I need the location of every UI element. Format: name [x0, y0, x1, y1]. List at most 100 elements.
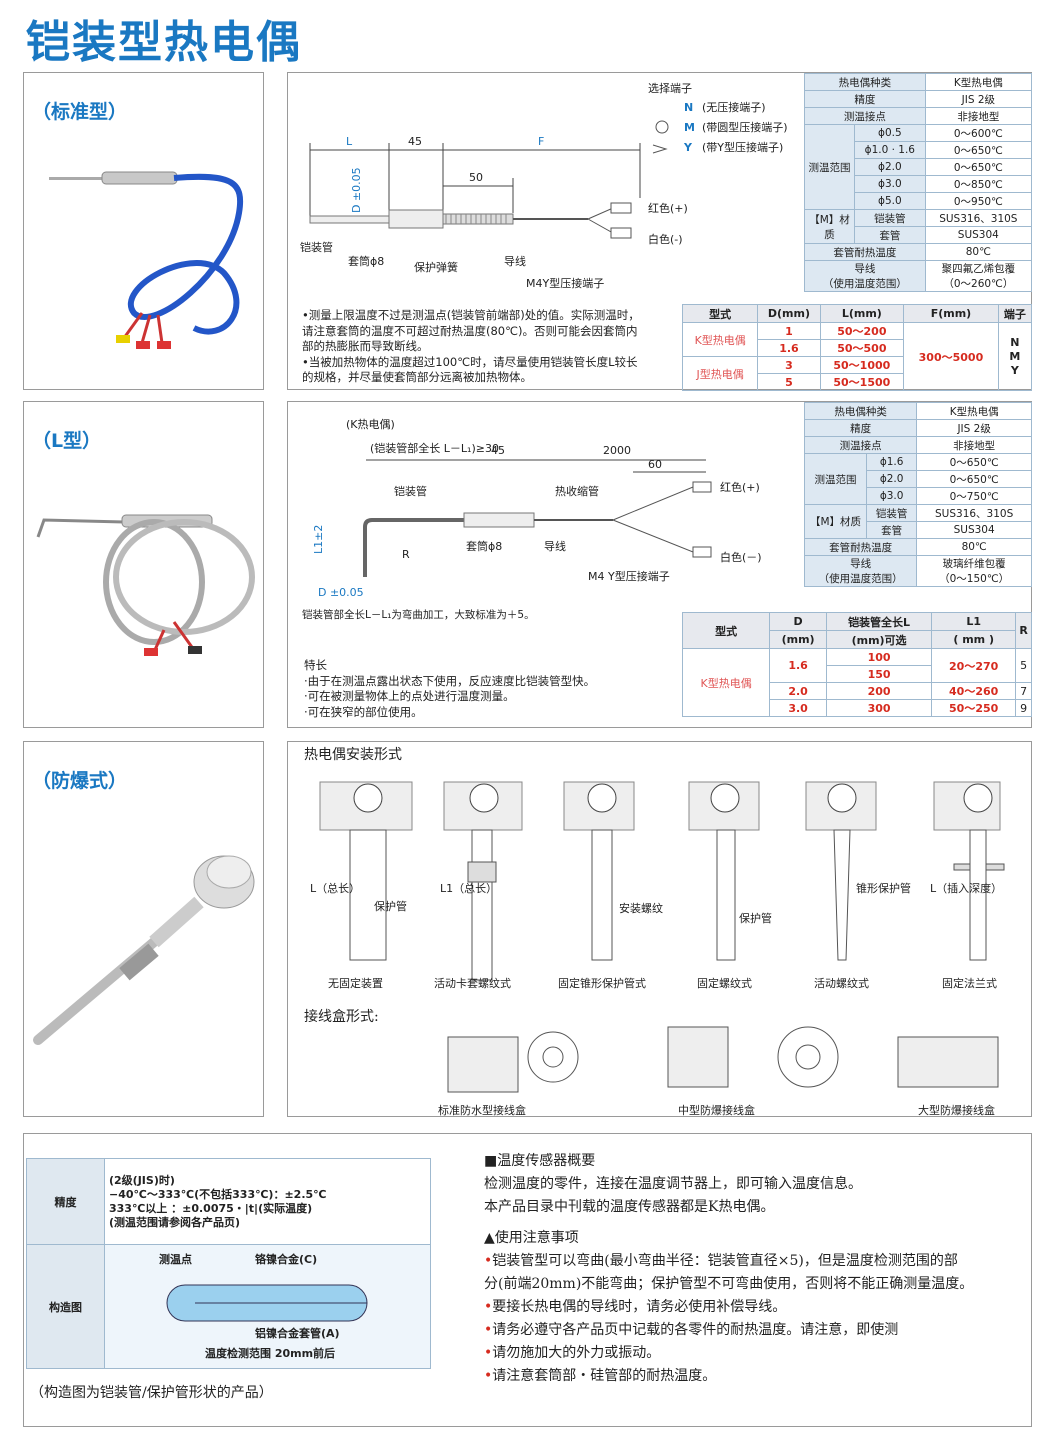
- col-header: 端子: [997, 304, 1033, 323]
- std-notes: •测量上限温度不过是测温点(铠装管前端部)处的值。实际测温时， 请注意套筒的温度…: [302, 308, 682, 386]
- cell-line: （0～150℃）: [939, 573, 1010, 585]
- cell: 0～600℃: [924, 124, 1033, 142]
- cell: 热电偶种类: [803, 402, 918, 420]
- ex-install-title: 热电偶安装形式: [304, 747, 402, 763]
- col-header: D(mm): [757, 304, 821, 323]
- cell: 1.6: [769, 648, 827, 683]
- std-dim-F: F: [538, 135, 544, 148]
- acc-line: 333℃以上 ：±0.0075・|t|(实际温度): [109, 1201, 313, 1215]
- note-line: •测量上限温度不过是测温点(铠装管前端部)处的值。实际测温时，: [302, 308, 640, 322]
- ex-section-label: （防爆式）: [32, 770, 128, 792]
- cell: 1: [757, 322, 821, 340]
- cell: 非接地型: [916, 436, 1032, 454]
- cell: 【M】材质: [804, 504, 867, 539]
- cell: ϕ1.6: [865, 453, 918, 471]
- cell: 测温范围: [804, 124, 855, 210]
- cell: J型热电偶: [681, 356, 759, 391]
- form-label: 无固定装置: [328, 976, 383, 990]
- cell: 50～1000: [819, 356, 905, 374]
- page-title: 铠装型热电偶: [26, 17, 302, 68]
- cell: 热电偶种类: [804, 73, 926, 91]
- cell: 【M】材质: [804, 209, 855, 244]
- l-dim-D: D ±0.05: [318, 586, 364, 599]
- ex-junction-boxes: 标准防水型接线盒 中型防爆接线盒 大型防爆接线盒: [438, 1026, 999, 1117]
- cell: 导线（使用温度范围）: [803, 555, 918, 587]
- tag-total: L（总长）: [310, 881, 360, 895]
- std-part-sleeve: 套筒ϕ8: [348, 254, 384, 268]
- caution-title: ▲使用注意事项: [484, 1230, 579, 1246]
- install-form: L1（总长） 活动卡套螺纹式: [434, 781, 523, 990]
- cell: 9: [1015, 699, 1032, 717]
- cell: 5: [757, 373, 821, 391]
- ex-photo-panel: （防爆式）: [23, 741, 264, 1117]
- form-label: 活动螺纹式: [814, 976, 869, 990]
- l-k-label: (K热电偶): [346, 418, 395, 431]
- l-dim-45: 45: [491, 444, 505, 457]
- caution-line: •铠装管型可以弯曲(最小弯曲半径：铠装管直径×5)，但是温度检测范围的部: [484, 1250, 1024, 1273]
- cell: 0～650℃: [916, 453, 1032, 471]
- tag-cone: 锥形保护管: [856, 881, 911, 895]
- feature-line: ·由于在测温点露出状态下使用，反应速度比铠装管型快。: [304, 673, 596, 688]
- cell: ϕ2.0: [854, 158, 926, 176]
- note-line: 请注意套筒的温度不可超过耐热温度(80℃)。否则可能会因套筒内: [302, 323, 638, 338]
- cell-line: （使用温度范围）: [822, 278, 907, 290]
- std-white-lead: 白色(-): [648, 232, 683, 246]
- install-form: 锥形保护管 活动螺纹式: [805, 781, 911, 990]
- form-label: 活动卡套螺纹式: [434, 976, 511, 990]
- part-sheath: 铝镍合金套管(A): [255, 1326, 340, 1340]
- note-line: 的规格，并尽量使套筒部分远离被加热物体。: [302, 370, 532, 384]
- struct-label: 构造图: [26, 1244, 105, 1369]
- l-drawing: (K热电偶) (铠装管部全长 L－L₁)≥30 45 2000 60 红色(+)…: [312, 418, 762, 599]
- cell: 1.6: [757, 339, 821, 357]
- bullet-icon: •: [484, 1253, 493, 1269]
- cell: JIS 2级: [916, 419, 1032, 437]
- cell: N M Y: [997, 322, 1033, 391]
- struct-svg: 测温点 铬镍合金(C) 铝镍合金套管(A) 温度检测范围 20mm前后: [159, 1252, 368, 1360]
- cell: ϕ5.0: [854, 192, 926, 210]
- install-form: L（总长） 保护管 无固定装置: [310, 781, 413, 990]
- cell: 铠装管: [854, 209, 926, 227]
- bottom-panel: 精度 (2级(JIS)时) −40℃～333℃(不包括333℃)：±2.5℃ 3…: [23, 1133, 1032, 1427]
- tag-insert: L（插入深度）: [930, 881, 1002, 895]
- acc-line: (测温范围请参阅各产品页): [109, 1215, 241, 1229]
- std-term-N: N: [684, 101, 693, 114]
- cell: 50～500: [819, 339, 905, 357]
- bullet-icon: •: [484, 1345, 493, 1361]
- l-part-R: R: [402, 548, 410, 561]
- l-section-label: （L型）: [32, 430, 102, 452]
- overview-line: 本产品目录中刊载的温度传感器都是K热电偶。: [484, 1199, 775, 1215]
- ex-install-forms: L（总长） 保护管 无固定装置 L1（总长） 活动卡套螺纹式 安装螺纹 固定锥形…: [310, 781, 1005, 990]
- caution-text: 请务必遵守各产品页中记载的各零件的耐热温度。请注意，即使测: [492, 1322, 899, 1338]
- cell: 0～950℃: [924, 192, 1033, 210]
- cell: ϕ3.0: [854, 175, 926, 193]
- col-header: R: [1015, 612, 1032, 649]
- std-dim-L: L: [346, 135, 353, 148]
- struct-caption: （构造图为铠装管/保护管形状的产品）: [30, 1385, 273, 1401]
- std-section-label: （标准型）: [32, 101, 128, 123]
- form-label: 固定螺纹式: [697, 976, 752, 990]
- cell: 80℃: [924, 243, 1033, 261]
- col-header: 铠装管全长L: [825, 612, 933, 631]
- cell: ϕ1.0 · 1.6: [854, 141, 926, 159]
- feature-line: ·可在狭窄的部位使用。: [304, 704, 423, 719]
- cell: 3.0: [769, 699, 827, 717]
- junction-box: 中型防爆接线盒: [667, 1026, 839, 1117]
- l-part-sleeve: 套筒ϕ8: [466, 539, 502, 553]
- tag-tube: 保护管: [374, 899, 407, 913]
- tag-safe: 安装螺纹: [619, 901, 663, 915]
- cell: K型热电偶: [924, 73, 1033, 91]
- install-form: 保护管 固定螺纹式: [688, 781, 772, 990]
- cell: 套管耐热温度: [804, 243, 926, 261]
- acc-line: (2级(JIS)时): [109, 1173, 175, 1187]
- col-header: 型式: [681, 612, 771, 649]
- cell: 20～270: [931, 648, 1017, 683]
- l-armor-length: (铠装管部全长 L－L₁)≥30: [370, 441, 499, 455]
- cell: 3: [757, 356, 821, 374]
- l-dim-60: 60: [648, 458, 662, 471]
- std-select-terminal: 选择端子: [648, 81, 692, 95]
- std-product-photo: [49, 171, 244, 349]
- cell: 0～850℃: [924, 175, 1033, 193]
- box-label: 中型防爆接线盒: [678, 1103, 755, 1117]
- cell: K型热电偶: [916, 402, 1032, 420]
